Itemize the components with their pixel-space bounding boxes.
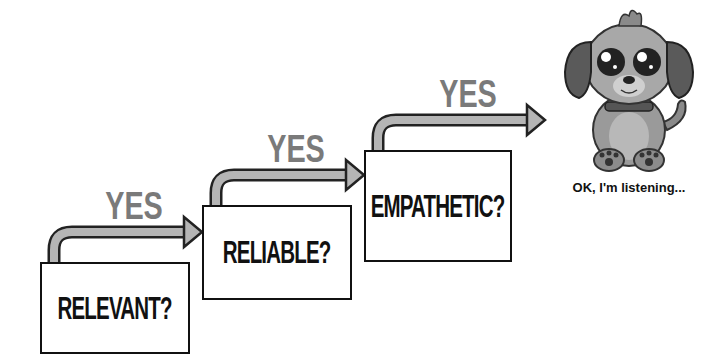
arrow-fill (378, 120, 529, 150)
question-box: RELEVANT? (40, 262, 190, 354)
arrow-outline (54, 232, 186, 262)
arrow-outline (216, 175, 348, 205)
arrow-fill (216, 175, 348, 205)
edge-label: YES (105, 183, 163, 229)
arrow-fill (54, 232, 186, 262)
arrow-head (346, 160, 364, 190)
edge-label: YES (439, 71, 497, 117)
arrow-head (527, 105, 545, 135)
arrow-head (184, 217, 202, 247)
question-text: EMPATHETIC? (371, 188, 505, 224)
arrow-outline (378, 120, 529, 150)
question-text: RELEVANT? (58, 290, 172, 326)
puppy-caption: OK, I'm listening... (573, 180, 686, 195)
question-box: EMPATHETIC? (364, 150, 512, 262)
puppy-illustration (559, 2, 699, 174)
edge-label: YES (267, 126, 325, 172)
question-text: RELIABLE? (223, 234, 331, 270)
puppy-node: OK, I'm listening... (545, 2, 713, 212)
question-box: RELIABLE? (202, 205, 352, 300)
